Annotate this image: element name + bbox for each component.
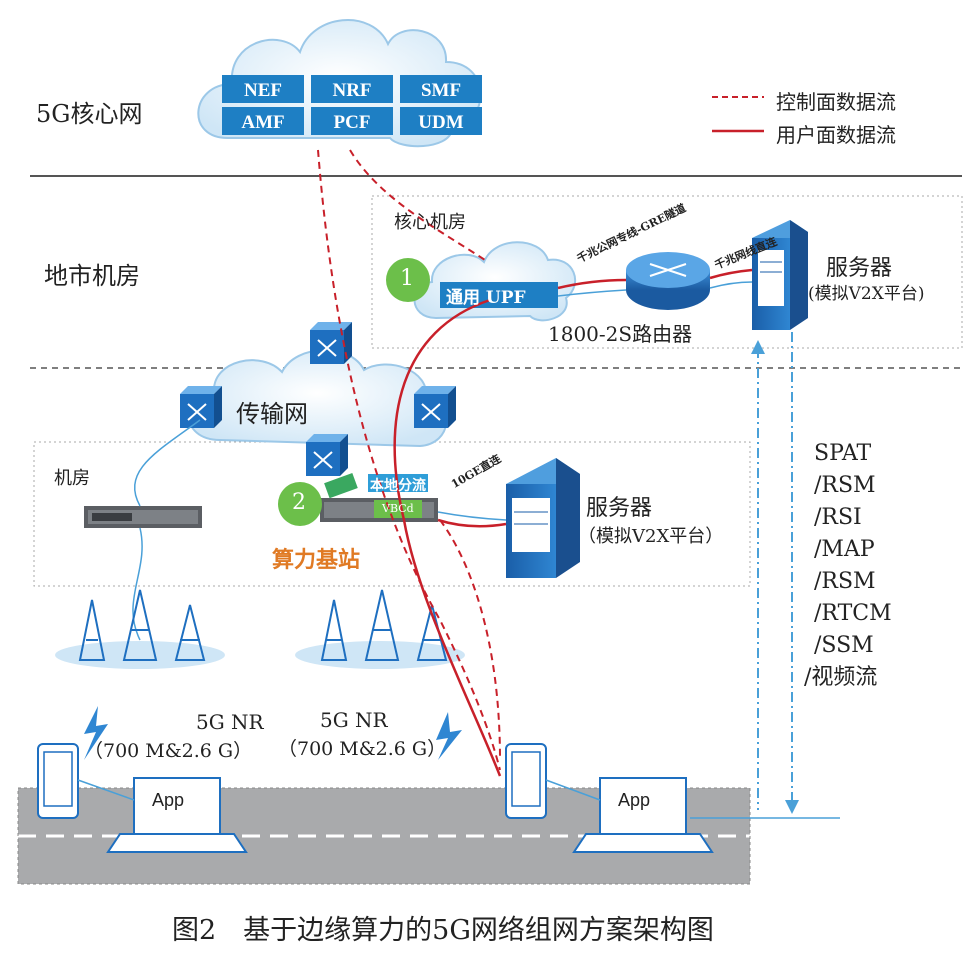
udm-box (400, 107, 482, 135)
smf-label: SMF (421, 80, 461, 101)
downlink-arrow-icon (785, 800, 799, 814)
switch-icon-left (180, 386, 222, 428)
local-offload-label: 本地分流 (370, 478, 426, 494)
badge-2 (278, 482, 322, 526)
badge-1-label: 1 (400, 266, 414, 291)
message-item: /SSM (814, 633, 874, 658)
core-room-box (371, 195, 963, 349)
switch-icon-top (310, 322, 352, 364)
upf-label: 通用 UPF (446, 288, 526, 308)
zone-label-city: 地市机房 (44, 262, 140, 290)
server-top-desc: (模拟V2X平台) (808, 284, 925, 304)
tower-group-left (55, 589, 225, 669)
message-item: /RTCM (814, 601, 892, 626)
tower-group-right (295, 589, 465, 669)
smf-box (400, 75, 482, 103)
transport-network-label: 传输网 (236, 400, 308, 428)
laptop-right-icon (572, 777, 714, 853)
nef-label: NEF (244, 80, 282, 101)
phone-right-icon (505, 743, 547, 819)
laptop-left-icon (106, 777, 248, 853)
control-plane-flow-1 (317, 149, 501, 771)
badge-2-label: 2 (292, 490, 306, 515)
message-item: /RSM (814, 569, 876, 594)
control-plane-flow-2 (349, 149, 489, 263)
badge-1 (386, 258, 430, 302)
app-right-label: App (618, 790, 651, 810)
gre-tunnel-link (557, 278, 627, 290)
switch-icon-bottom (306, 434, 348, 476)
compute-bs-unit (320, 473, 438, 522)
router-label: 1800-2S路由器 (548, 322, 693, 346)
message-item: /MAP (814, 537, 875, 562)
nr-left-band: （700 M&2.6 G） (84, 740, 253, 762)
pcf-box (311, 107, 393, 135)
message-item: SPAT (814, 441, 872, 466)
server-mid-name: 服务器 (586, 496, 653, 521)
upf-cloud (413, 241, 577, 322)
server-top-icon (752, 220, 808, 330)
core-room-label: 核心机房 (394, 212, 466, 233)
nr-right-band: （700 M&2.6 G） (278, 738, 447, 760)
nr-right-name: 5G NR (320, 708, 388, 732)
vbcd-label: VBCd (382, 502, 414, 515)
phone-left-icon (37, 743, 79, 819)
direct-link (709, 268, 753, 280)
v2x-message-list: SPAT /RSM /RSI /MAP /RSM /RTCM /SSM /视频流 (804, 438, 892, 694)
legend-user-label: 用户面数据流 (776, 123, 896, 147)
server-mid-desc: （模拟V2X平台） (578, 526, 724, 547)
app-left-label: App (152, 790, 185, 810)
amf-box (222, 107, 304, 135)
server-top-name: 服务器 (826, 256, 893, 281)
transport-cloud (187, 349, 448, 448)
nr-left-name: 5G NR (196, 710, 264, 734)
router-icon (626, 252, 710, 310)
switch-icon-right (414, 386, 456, 428)
nrf-label: NRF (332, 80, 371, 101)
rack-unit-left (84, 506, 202, 528)
machine-room-label: 机房 (54, 468, 90, 489)
legend-control-label: 控制面数据流 (776, 90, 896, 114)
nrf-box (311, 75, 393, 103)
amf-label: AMF (241, 112, 284, 133)
uplink-arrow-icon (751, 340, 765, 354)
user-plane-flow (393, 298, 502, 777)
zone-label-core: 5G核心网 (36, 100, 143, 128)
wireless-signal-left-icon (84, 706, 108, 760)
pcf-label: PCF (334, 112, 371, 133)
compute-bs-label: 算力基站 (272, 547, 361, 573)
udm-label: UDM (418, 112, 463, 133)
message-item: /视频流 (804, 665, 878, 690)
figure-caption: 图2 基于边缘算力的5G网络组网方案架构图 (172, 915, 714, 946)
server-mid-icon (506, 458, 580, 578)
nef-box (222, 75, 304, 103)
message-item: /RSI (814, 505, 862, 530)
message-item: /RSM (814, 473, 876, 498)
wireless-signal-right-icon (436, 712, 462, 760)
